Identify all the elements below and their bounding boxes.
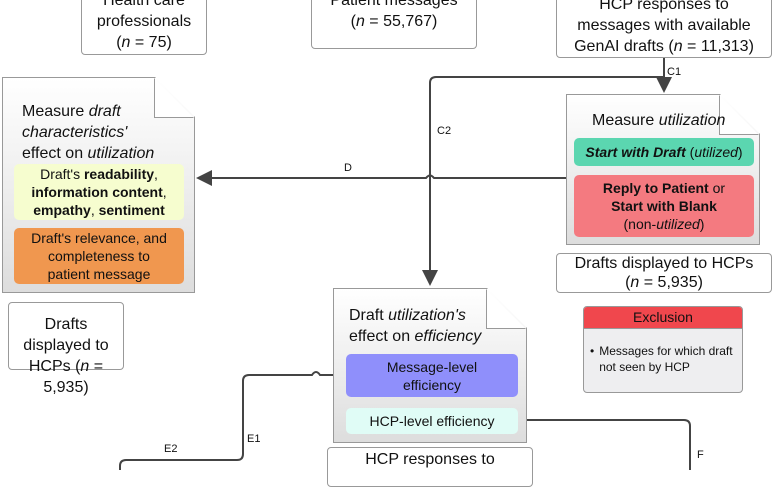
connectors <box>119 58 691 470</box>
line-f <box>517 419 691 470</box>
drafts-displayed-right: Drafts displayed to HCPs (n = 5,935) <box>556 253 772 293</box>
non-utilized-pill: Reply to Patient or Start with Blank (no… <box>574 175 754 237</box>
relevance-pill: Draft's relevance, and completeness to p… <box>14 228 184 284</box>
efficiency-title: Draft utilization's effect on efficiency <box>349 307 482 345</box>
line-e <box>119 371 345 470</box>
characteristics-title: Measure draft characteristics' effect on… <box>22 103 155 162</box>
efficiency-doc: Draft utilization's effect on efficiency… <box>333 288 527 443</box>
exclusion-header: Exclusion <box>584 307 742 329</box>
label-d: D <box>344 162 352 174</box>
draft-characteristics-doc: Measure draft characteristics' effect on… <box>2 77 195 293</box>
label-c2: C2 <box>437 125 452 137</box>
label-e1: E1 <box>247 433 261 445</box>
utilization-title: Measure utilization <box>592 112 726 129</box>
measure-utilization-doc: Measure utilization Start with Draft (ut… <box>566 94 760 245</box>
arrow-c2 <box>422 76 664 286</box>
start-with-draft-pill: Start with Draft (utilized) <box>574 138 754 166</box>
readability-pill: Draft's readability, information content… <box>14 164 184 220</box>
bottom-hcp-responses-box: HCP responses to <box>327 447 533 487</box>
drafts-displayed-left: Drafts displayed to HCPs (n = 5,935) <box>8 302 124 396</box>
hcp-level-efficiency-pill: HCP-level efficiency <box>346 408 518 434</box>
arrow-d <box>196 170 566 186</box>
patient-messages-box: Patient messages (n = 55,767) <box>311 0 477 49</box>
label-e2: E2 <box>164 443 178 455</box>
message-level-efficiency-pill: Message-level efficiency <box>346 354 518 397</box>
exclusion-box: Exclusion •Messages for which draft not … <box>583 306 743 393</box>
label-f: F <box>697 449 704 461</box>
exclusion-item: •Messages for which draft not seen by HC… <box>590 344 733 374</box>
label-c1: C1 <box>667 66 682 78</box>
